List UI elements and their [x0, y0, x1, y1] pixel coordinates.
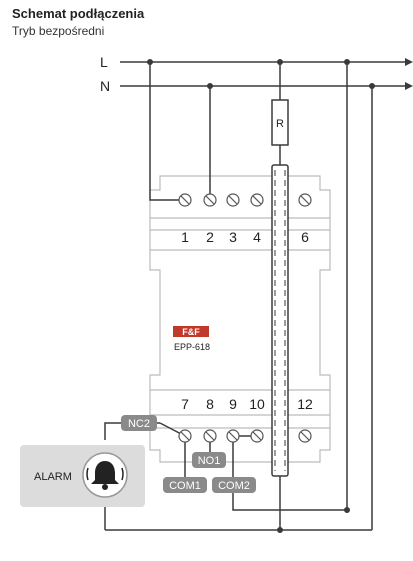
- terminal-screw-7: [178, 429, 192, 443]
- diagram-subtitle: Tryb bezpośredni: [12, 24, 105, 38]
- terminal-label-10: 10: [249, 396, 265, 412]
- wires: [104, 62, 373, 531]
- bell-icon: [86, 461, 124, 490]
- resistor-label: R: [276, 118, 284, 130]
- brand-logo-text: F&F: [182, 327, 200, 337]
- terminal-screw-1: [178, 193, 192, 207]
- tag-com2: COM2: [212, 477, 256, 493]
- tag-com1: COM1: [163, 477, 207, 493]
- terminal-screw-10: [250, 429, 264, 443]
- terminal-label-3: 3: [229, 229, 237, 245]
- terminal-label-4: 4: [253, 229, 261, 245]
- brand-logo: F&F: [173, 326, 209, 337]
- tag-no1-text: NO1: [198, 455, 221, 467]
- terminal-screw-3: [226, 193, 240, 207]
- relay-device: [149, 175, 331, 463]
- alarm-panel: [20, 445, 145, 507]
- line-n-label: N: [100, 78, 110, 94]
- terminal-screw-9: [226, 429, 240, 443]
- tag-no1: NO1: [192, 452, 226, 468]
- supply-lines: [120, 58, 413, 90]
- terminal-label-9: 9: [229, 396, 237, 412]
- diagram-title: Schemat podłączenia: [12, 6, 145, 21]
- resistor: [271, 99, 289, 146]
- tag-com1-text: COM1: [169, 480, 201, 492]
- terminal-label-8: 8: [206, 396, 214, 412]
- bottom-terminal-screws: [178, 429, 312, 443]
- terminal-screw-12: [298, 429, 312, 443]
- terminal-label-7: 7: [181, 396, 189, 412]
- top-terminal-screws: [178, 193, 312, 207]
- terminal-screw-4: [250, 193, 264, 207]
- terminal-screw-8: [203, 429, 217, 443]
- tag-nc2-text: NC2: [128, 418, 150, 430]
- junction-dots: [147, 59, 375, 533]
- alarm-label: ALARM: [34, 471, 72, 483]
- line-l-label: L: [100, 54, 108, 70]
- tag-nc2: NC2: [121, 415, 157, 431]
- terminal-label-1: 1: [181, 229, 189, 245]
- sensor-probe: [271, 164, 289, 477]
- terminal-label-6: 6: [301, 229, 309, 245]
- tag-com2-text: COM2: [218, 480, 250, 492]
- model-label: EPP-618: [174, 342, 210, 352]
- terminal-screw-2: [203, 193, 217, 207]
- terminal-label-12: 12: [297, 396, 313, 412]
- terminal-screw-6: [298, 193, 312, 207]
- terminal-label-2: 2: [206, 229, 214, 245]
